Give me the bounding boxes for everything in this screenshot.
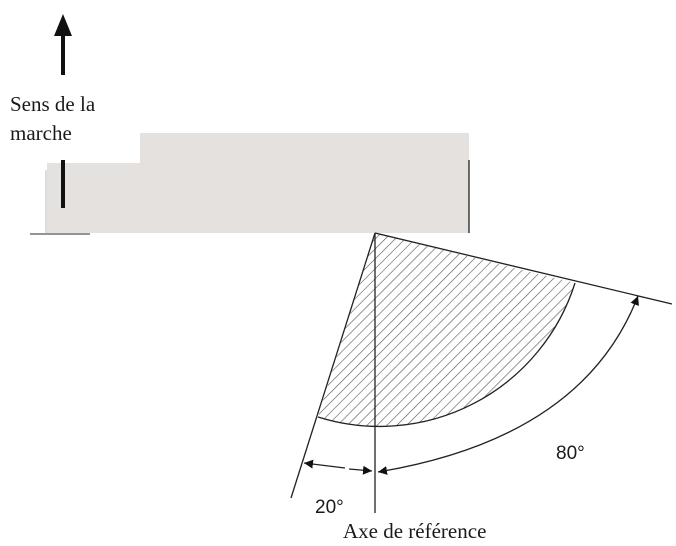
rear-boundary-line	[374, 232, 673, 305]
front-angle-arrow-right	[348, 465, 373, 475]
front-angle-arrow-left	[303, 459, 346, 469]
direction-label-line2: marche	[10, 121, 72, 145]
direction-label-line1: Sens de la	[10, 92, 96, 116]
front-boundary-line	[290, 232, 376, 499]
rear-angle-arc	[377, 295, 639, 475]
front-angle-label: 20°	[315, 497, 344, 518]
rear-angle-label: 80°	[556, 443, 585, 464]
vision-sector	[318, 233, 575, 427]
direction-arrow-icon	[54, 14, 72, 75]
reference-axis-label: Axe de référence	[343, 519, 486, 543]
vehicle-body	[30, 133, 470, 235]
